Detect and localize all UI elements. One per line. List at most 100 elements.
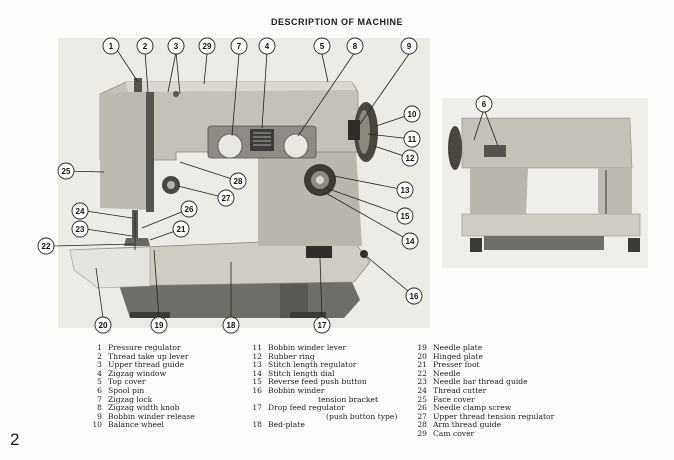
callout-23: 23 <box>71 220 89 238</box>
svg-text:26: 26 <box>185 205 194 214</box>
callout-27: 27 <box>217 189 235 207</box>
svg-text:14: 14 <box>406 237 415 246</box>
svg-text:2: 2 <box>143 42 148 51</box>
callout-25: 25 <box>57 162 75 180</box>
callout-9: 9 <box>400 37 418 55</box>
callout-20: 20 <box>94 316 112 334</box>
callout-5: 5 <box>313 37 331 55</box>
leader-lines <box>53 49 499 319</box>
legend-item: (push button type) <box>326 411 398 421</box>
svg-text:1: 1 <box>109 42 114 51</box>
svg-text:17: 17 <box>318 321 327 330</box>
svg-text:3: 3 <box>174 42 179 51</box>
callout-24: 24 <box>71 202 89 220</box>
callout-13: 13 <box>396 181 414 199</box>
callout-6: 6 <box>475 95 493 113</box>
svg-text:27: 27 <box>222 194 231 203</box>
callout-7: 7 <box>230 37 248 55</box>
callout-circles: 1 2 3 29 7 4 5 8 9 10 11 12 13 15 14 16 … <box>37 37 493 334</box>
callout-19: 19 <box>150 316 168 334</box>
svg-text:10: 10 <box>408 110 417 119</box>
legend-item: tension bracket <box>318 394 379 404</box>
svg-text:18: 18 <box>227 321 236 330</box>
svg-text:20: 20 <box>99 321 108 330</box>
svg-text:9: 9 <box>407 42 412 51</box>
callout-14: 14 <box>401 232 419 250</box>
svg-text:4: 4 <box>265 42 270 51</box>
callout-21: 21 <box>172 220 190 238</box>
callout-18: 18 <box>222 316 240 334</box>
page-title: DESCRIPTION OF MACHINE <box>270 17 403 27</box>
callout-3: 3 <box>167 37 185 55</box>
svg-text:11: 11 <box>408 135 417 144</box>
svg-text:15: 15 <box>401 212 410 221</box>
callout-8: 8 <box>346 37 364 55</box>
callout-4: 4 <box>258 37 276 55</box>
svg-text:19: 19 <box>155 321 164 330</box>
main-machine-illustration <box>69 78 378 318</box>
callout-1: 1 <box>102 37 120 55</box>
machine-figure: 1 2 3 29 7 4 5 8 9 10 11 12 13 15 14 16 … <box>37 37 648 334</box>
callout-15: 15 <box>396 207 414 225</box>
svg-text:29: 29 <box>203 42 212 51</box>
callout-17: 17 <box>313 316 331 334</box>
callout-10: 10 <box>403 105 421 123</box>
callout-2: 2 <box>136 37 154 55</box>
callout-16: 16 <box>405 287 423 305</box>
svg-text:8: 8 <box>353 42 358 51</box>
svg-text:23: 23 <box>76 225 85 234</box>
svg-text:22: 22 <box>42 242 51 251</box>
svg-text:25: 25 <box>62 167 71 176</box>
svg-text:6: 6 <box>482 100 487 109</box>
side-machine-illustration <box>448 117 641 252</box>
callout-29: 29 <box>198 37 216 55</box>
callout-12: 12 <box>401 149 419 167</box>
svg-text:16: 16 <box>410 292 419 301</box>
svg-text:12: 12 <box>406 154 415 163</box>
callout-26: 26 <box>180 200 198 218</box>
svg-text:24: 24 <box>76 207 85 216</box>
svg-text:28: 28 <box>234 177 243 186</box>
svg-text:7: 7 <box>237 42 242 51</box>
callout-22: 22 <box>37 237 55 255</box>
callout-11: 11 <box>403 130 421 148</box>
callout-28: 28 <box>229 172 247 190</box>
svg-text:5: 5 <box>320 42 325 51</box>
svg-text:13: 13 <box>401 186 410 195</box>
page-number: 2 <box>10 430 20 449</box>
svg-text:21: 21 <box>177 225 186 234</box>
